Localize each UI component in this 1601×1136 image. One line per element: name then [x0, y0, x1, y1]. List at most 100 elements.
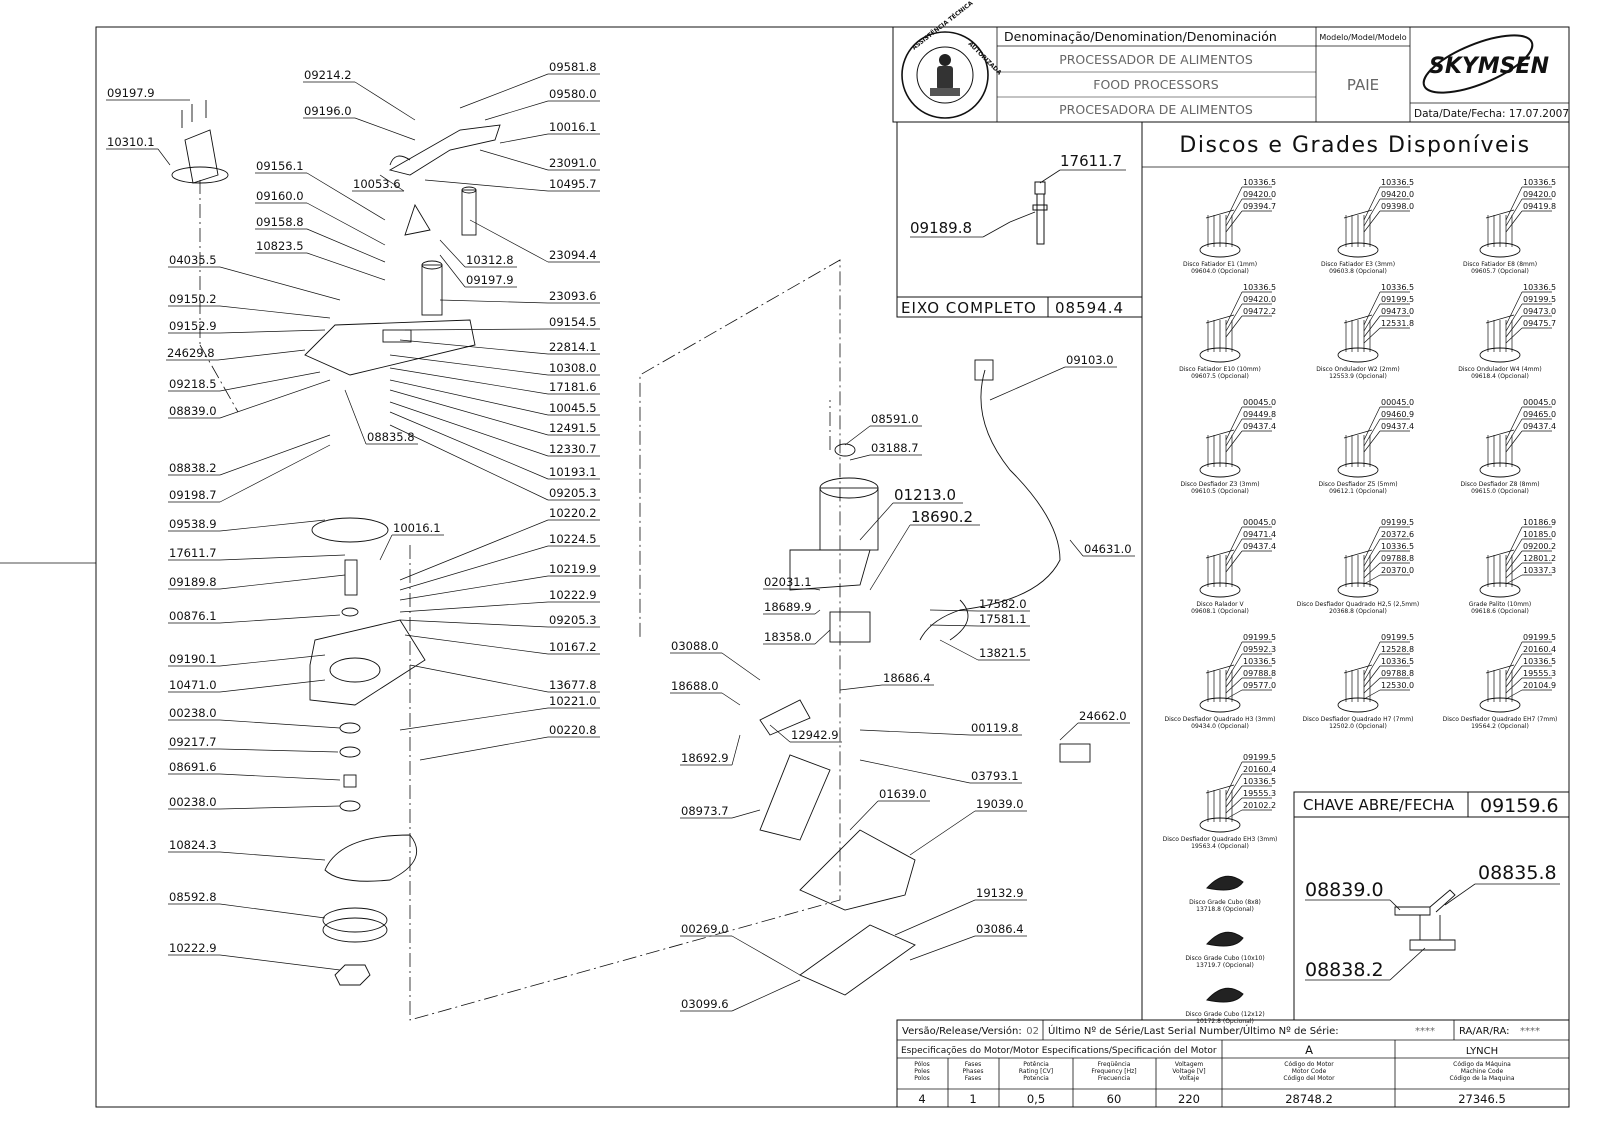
disc-part-label: 09472.2 — [1243, 307, 1276, 316]
disc-code: 13719.7 (Opcional) — [1196, 962, 1254, 969]
spec-header: Potência — [1023, 1061, 1049, 1068]
disc-part-label: 20104.9 — [1523, 681, 1556, 690]
right-part-label-17: 09205.3 — [549, 486, 597, 500]
disc-part-label: 20102.2 — [1243, 801, 1276, 810]
disc-code: 09618.4 (Opcional) — [1471, 373, 1529, 380]
disc-name: Disco Grade Cubo (12x12) — [1185, 1011, 1264, 1018]
mid-part-label-22: 19039.0 — [976, 797, 1024, 811]
disc-name: Disco Desfiador Quadrado EH3 (3mm) — [1163, 836, 1278, 843]
center-part-label-4: 10016.1 — [393, 521, 441, 535]
spec-header: Motor Code — [1292, 1068, 1327, 1075]
left-part-label-24: 10824.3 — [169, 838, 217, 852]
spec-header: Fases — [965, 1075, 982, 1082]
mid-part-label-12: 03088.0 — [671, 639, 719, 653]
left-part-label-15: 17611.7 — [169, 546, 217, 560]
right-part-label-8: 23093.6 — [549, 289, 597, 303]
right-part-label-24: 13677.8 — [549, 678, 597, 692]
right-part-label-10: 22814.1 — [549, 340, 597, 354]
right-part-label-7: 09197.9 — [466, 273, 514, 287]
disc-item: 09199.520372.610336.509788.820370.0Disco… — [1297, 518, 1419, 615]
mid-part-label-23: 19132.9 — [976, 886, 1024, 900]
left-part-label-19: 10471.0 — [169, 678, 217, 692]
version-value: 02 — [1026, 1026, 1039, 1037]
spec-header: Código do Motor — [1284, 1061, 1334, 1068]
disc-name: Disco Grade Cubo (10x10) — [1185, 955, 1264, 962]
disc-code: 09615.0 (Opcional) — [1471, 488, 1529, 495]
disc-part-label: 09465.0 — [1523, 410, 1556, 419]
left-part-label-17: 00876.1 — [169, 609, 217, 623]
spec-header: Pólos — [914, 1061, 930, 1068]
disc-item: 09199.520160.410336.519555.320104.9Disco… — [1443, 633, 1558, 730]
spec-header: Fases — [965, 1061, 982, 1068]
switch-part-3: 08838.2 — [1305, 959, 1384, 981]
date-field: Data/Date/Fecha: 17.07.2007 — [1414, 108, 1569, 120]
disc-part-label: 09199.5 — [1381, 633, 1414, 642]
disc-name: Disco Fatiador E1 (1mm) — [1183, 261, 1257, 268]
disc-part-label: 09199.5 — [1523, 633, 1556, 642]
disc-part-label: 00045.0 — [1523, 398, 1556, 407]
spec-header: Código del Motor — [1283, 1075, 1335, 1082]
model-name: PAIE — [1347, 76, 1379, 94]
mid-part-label-11: 13821.5 — [979, 646, 1027, 660]
mid-part-label-20: 08973.7 — [681, 804, 729, 818]
disc-part-label: 12530.0 — [1381, 681, 1414, 690]
disc-part-label: 09449.8 — [1243, 410, 1276, 419]
axle-caption: EIXO COMPLETO — [901, 299, 1037, 317]
right-part-label-19: 10224.5 — [549, 532, 597, 546]
right-part-label-2: 10016.1 — [549, 120, 597, 134]
right-part-label-16: 10193.1 — [549, 465, 597, 479]
ra-label: RA/AR/RA: — [1459, 1026, 1510, 1037]
disc-code: 09604.0 (Opcional) — [1191, 268, 1249, 275]
disc-part-label: 10336.5 — [1381, 657, 1414, 666]
spec-value: 0,5 — [1027, 1092, 1045, 1106]
left-part-label-8: 09152.9 — [169, 319, 217, 333]
spec-header: Frequency [Hz] — [1091, 1068, 1136, 1075]
disc-part-label: 09199.5 — [1243, 753, 1276, 762]
center-part-label-3: 08835.8 — [367, 430, 415, 444]
mid-part-label-2: 03188.7 — [871, 441, 919, 455]
right-part-label-26: 00220.8 — [549, 723, 597, 737]
mid-part-label-7: 18689.9 — [764, 600, 812, 614]
spec-header: Polos — [914, 1075, 930, 1082]
mid-part-label-6: 02031.1 — [764, 575, 812, 589]
disc-part-label: 19555.3 — [1243, 789, 1276, 798]
disc-part-label: 09199.5 — [1523, 295, 1556, 304]
disc-part-label: 09475.7 — [1523, 319, 1556, 328]
disc-part-label: 09420.0 — [1243, 295, 1276, 304]
spec-header: Rating [CV] — [1019, 1068, 1053, 1075]
disc-part-label: 20372.6 — [1381, 530, 1414, 539]
disc-name: Disco Ondulador W4 (4mm) — [1458, 366, 1541, 373]
right-part-label-0: 09581.8 — [549, 60, 597, 74]
spec-header: Phases — [962, 1068, 983, 1075]
disc-part-label: 10336.5 — [1523, 657, 1556, 666]
disc-part-label: 20160.4 — [1243, 765, 1276, 774]
main-assembly-drawing — [171, 100, 1091, 996]
left-part-label-2: 09156.1 — [256, 159, 304, 173]
right-part-label-18: 10220.2 — [549, 506, 597, 520]
disc-name: Disco Grade Cubo (8x8) — [1189, 899, 1261, 906]
spec-value: 28748.2 — [1285, 1092, 1333, 1106]
spec-header: Código de la Maquina — [1450, 1075, 1515, 1082]
disc-part-label: 09200.2 — [1523, 542, 1556, 551]
spec-value: 1 — [969, 1092, 976, 1106]
mid-part-label-17: 00119.8 — [971, 721, 1019, 735]
left-part-label-26: 10222.9 — [169, 941, 217, 955]
disc-name: Disco Desfiador Z8 (8mm) — [1460, 481, 1539, 488]
spec-header: Freqüência — [1098, 1061, 1131, 1068]
disc-part-label: 09199.5 — [1243, 633, 1276, 642]
disc-part-label: 10337.3 — [1523, 566, 1556, 575]
disc-part-label: 09199.5 — [1381, 518, 1414, 527]
mid-part-label-26: 03099.6 — [681, 997, 729, 1011]
disc-item: 09199.520160.410336.519555.320102.2Disco… — [1163, 753, 1278, 850]
mid-part-label-24: 00269.0 — [681, 922, 729, 936]
left-part-label-0: 09197.9 — [107, 86, 155, 100]
disc-name: Disco Ralador V — [1196, 601, 1244, 608]
right-part-label-5: 23094.4 — [549, 248, 597, 262]
